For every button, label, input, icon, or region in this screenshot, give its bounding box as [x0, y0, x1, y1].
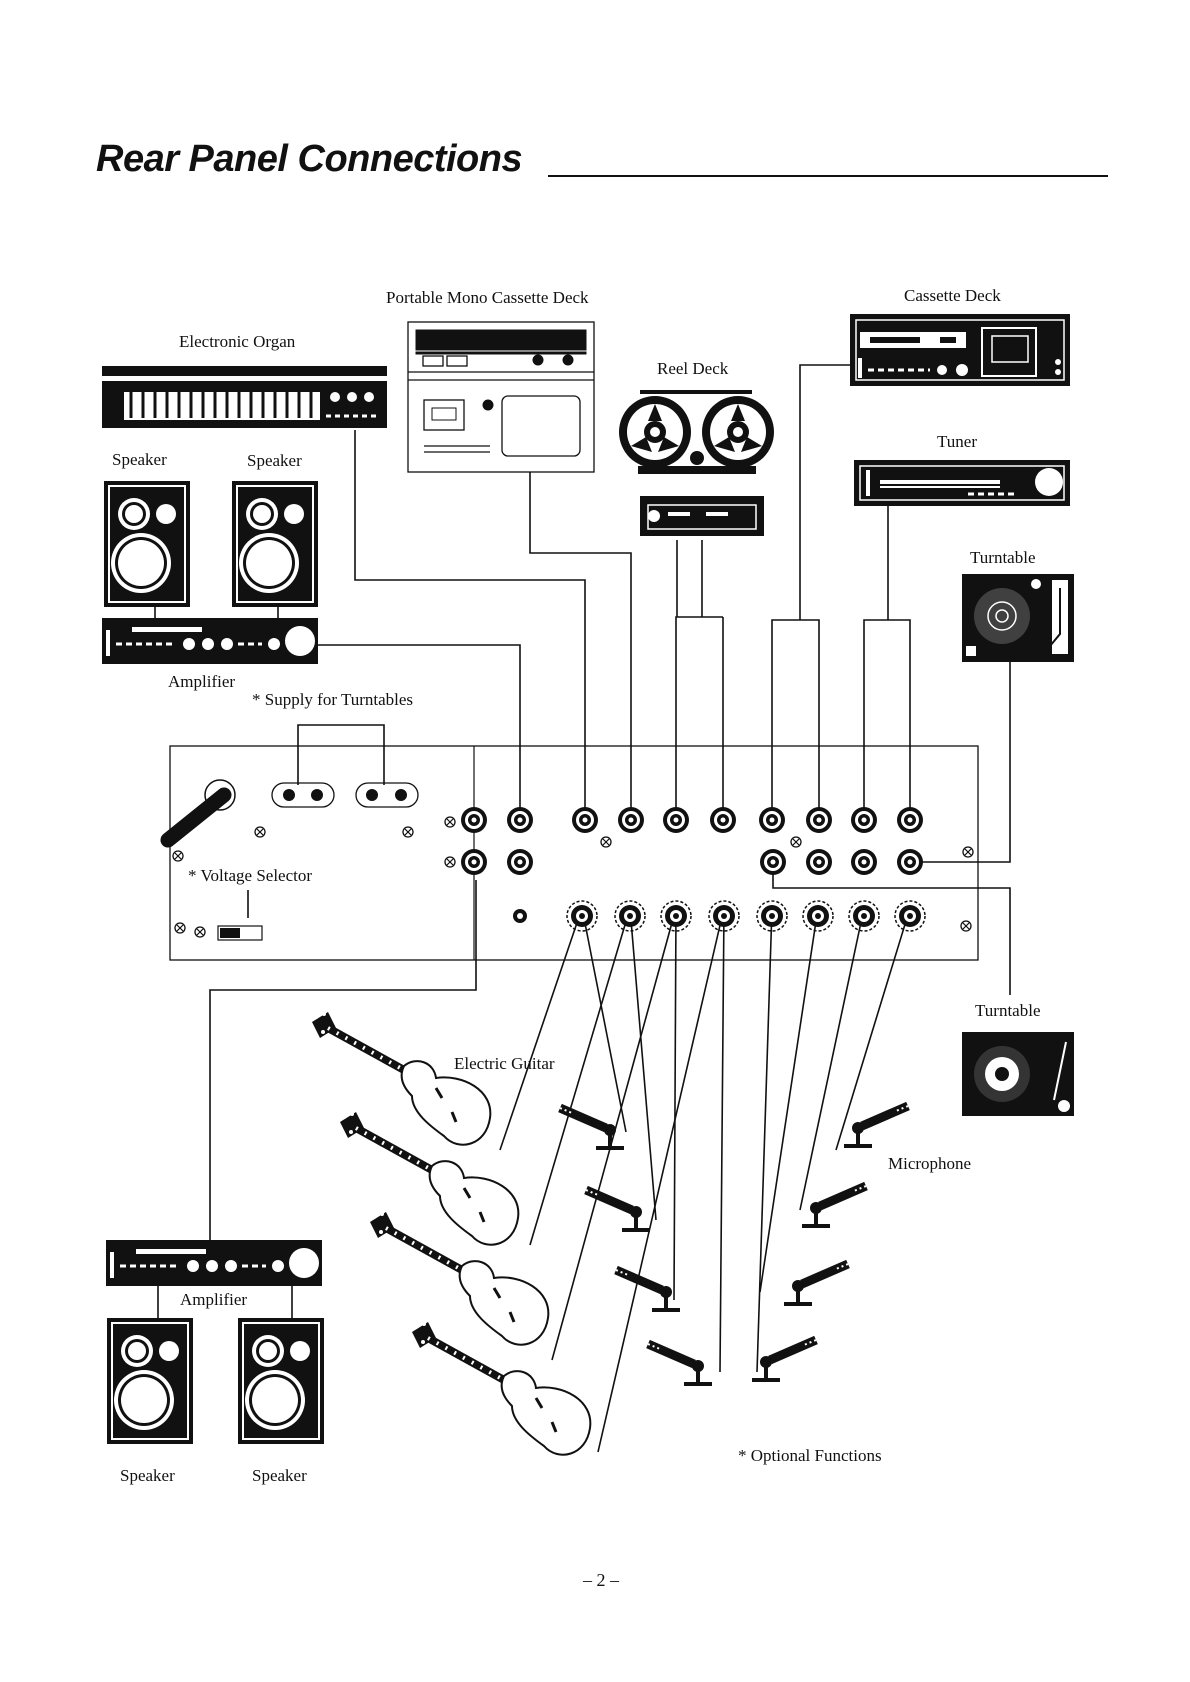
label-amplifier-bottom: Amplifier [180, 1290, 247, 1310]
electric-guitar-3 [370, 1212, 548, 1345]
power-cord [168, 780, 235, 840]
electric-guitar-2 [340, 1112, 518, 1245]
page-number: – 2 – [583, 1570, 619, 1591]
cassette-deck [850, 314, 1070, 386]
microphone-right-4 [752, 1340, 816, 1380]
label-optional-functions: * Optional Functions [738, 1446, 882, 1466]
turntable-bottom [962, 1032, 1074, 1116]
speaker-bottom-left [107, 1318, 193, 1444]
microphone-right-1 [844, 1106, 908, 1146]
label-amplifier-top: Amplifier [168, 672, 235, 692]
microphone-left-3 [616, 1270, 680, 1310]
microphone-left-2 [586, 1190, 650, 1230]
mic-input-jacks [567, 901, 925, 931]
label-electric-guitar: Electric Guitar [454, 1054, 555, 1074]
amplifier-top [102, 618, 318, 664]
microphone-left-1 [560, 1108, 624, 1148]
cable-portable-cassette [530, 472, 631, 820]
label-turntable-bottom: Turntable [975, 1001, 1041, 1021]
electric-guitar-4 [412, 1322, 590, 1455]
label-speaker-bottom-right: Speaker [252, 1466, 307, 1486]
cable-cassette-deck [772, 365, 850, 820]
rca-jacks [461, 807, 923, 875]
cable-reel-deck [676, 540, 723, 820]
electronic-organ [102, 366, 387, 428]
label-voltage-selector: * Voltage Selector [188, 866, 312, 886]
cable-amp-top [318, 645, 520, 820]
speaker-top-right [232, 481, 318, 607]
tuner [854, 460, 1070, 506]
cable-supply [298, 725, 384, 785]
turntable-top [962, 574, 1074, 662]
voltage-selector-switch [218, 926, 262, 940]
headphone-jack [513, 909, 527, 923]
amplifier-bottom [106, 1240, 322, 1286]
label-speaker-top-left: Speaker [112, 450, 167, 470]
electric-guitar-1 [312, 1012, 490, 1145]
portable-mono-cassette-deck [408, 322, 594, 472]
cable-tuner [864, 505, 910, 820]
label-cassette-deck: Cassette Deck [904, 286, 1001, 306]
label-microphone: Microphone [888, 1154, 971, 1174]
label-speaker-top-right: Speaker [247, 451, 302, 471]
label-portable-mono-cassette-deck: Portable Mono Cassette Deck [386, 288, 589, 308]
label-supply-for-turntables: * Supply for Turntables [252, 690, 413, 710]
label-reel-deck: Reel Deck [657, 359, 728, 379]
cable-turntable-top [914, 662, 1010, 862]
speaker-top-left [104, 481, 190, 607]
microphone-right-3 [784, 1264, 848, 1304]
ac-outlets [272, 783, 418, 807]
cable-organ [355, 430, 585, 820]
speaker-bottom-right [238, 1318, 324, 1444]
label-electronic-organ: Electronic Organ [179, 332, 295, 352]
microphone-left-4 [648, 1344, 712, 1384]
reel-deck [619, 390, 774, 536]
label-turntable-top: Turntable [970, 548, 1036, 568]
label-speaker-bottom-left: Speaker [120, 1466, 175, 1486]
label-tuner: Tuner [937, 432, 977, 452]
microphone-right-2 [802, 1186, 866, 1226]
rear-panel [168, 746, 978, 960]
